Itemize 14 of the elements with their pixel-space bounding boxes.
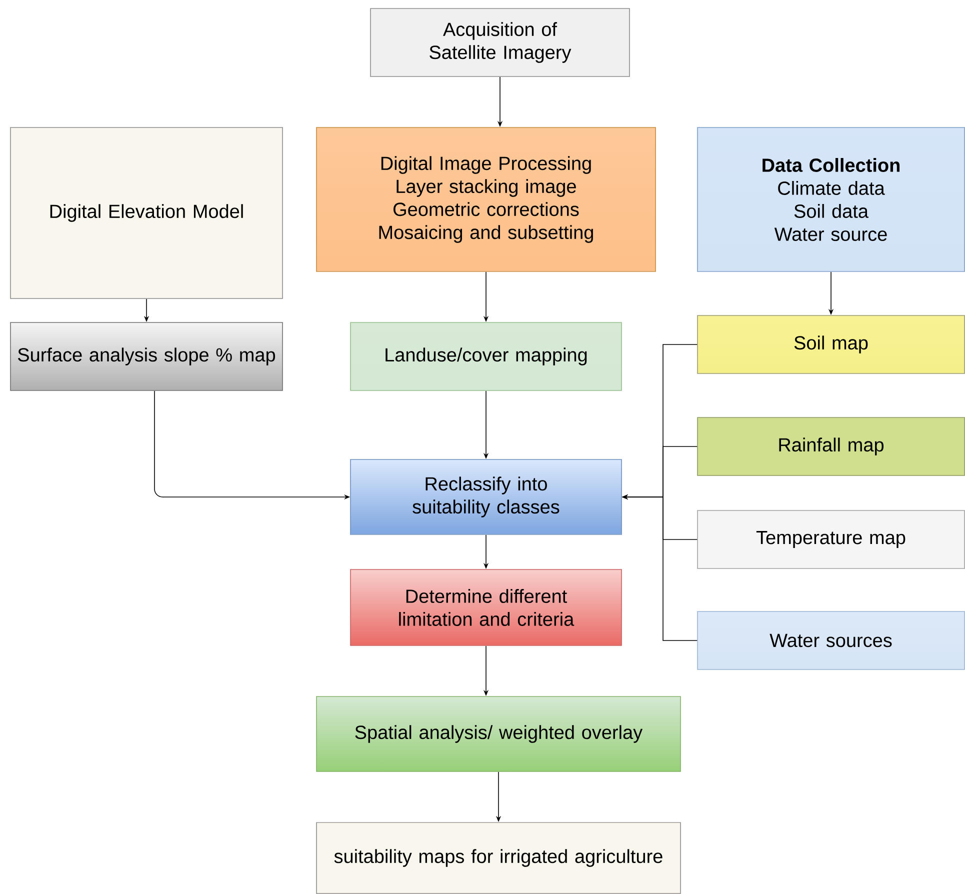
- process-box: Determine different limitation and criteria: [350, 569, 622, 646]
- process-box: Temperature map: [697, 510, 965, 569]
- process-box: Data Collection Climate data Soil data Water source: [697, 127, 965, 272]
- process-box: Water sources: [697, 611, 965, 670]
- process-box: Digital Elevation Model: [10, 127, 283, 299]
- process-box: Digital Image Processing Layer stacking image Geometric corrections Mosaicing and subsetting: [316, 127, 656, 272]
- process-box: Rainfall map: [697, 417, 965, 476]
- process-box: suitability maps for irrigated agriculture: [316, 822, 681, 894]
- process-box: Acquisition of Satellite Imagery: [370, 8, 630, 77]
- process-box: Surface analysis slope % map: [10, 322, 283, 391]
- process-box: Reclassify into suitability classes: [350, 459, 622, 535]
- process-box: Spatial analysis/ weighted overlay: [316, 696, 681, 772]
- process-box: Landuse/cover mapping: [350, 322, 622, 391]
- process-box: Soil map: [697, 315, 965, 374]
